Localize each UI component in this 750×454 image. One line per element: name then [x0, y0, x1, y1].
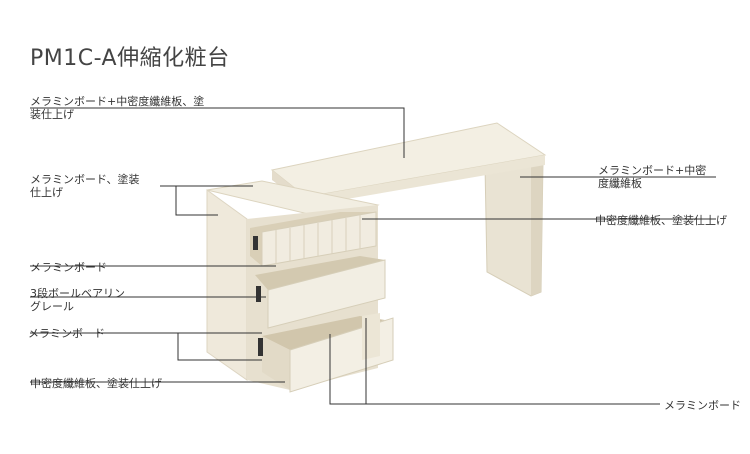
leader-melamine-2b [177, 333, 262, 361]
right-leg-front-edge [531, 160, 543, 296]
bottom-drawer-side [262, 336, 290, 390]
label-bottom-right: メラミンボード [664, 399, 741, 412]
label-rail-line1: 3段ボールベアリン [30, 287, 125, 300]
bottom-drawer-inside [262, 316, 385, 350]
bottom-drawer-rail [258, 338, 263, 356]
leader-cabinet-top-2 [175, 186, 218, 216]
page-title: PM1C-A伸縮化粧台 [30, 46, 230, 71]
label-drawer-front-right: 中密度纖維板、塗装仕上げ [595, 214, 727, 227]
label-cabinet-top-line2: 仕上げ [30, 186, 63, 199]
middle-drawer-rail [256, 286, 261, 302]
middle-drawer-box [255, 256, 385, 290]
label-cabinet-top: メラミンボード、塗装 仕上げ [30, 173, 140, 199]
leader-bottom-right [329, 334, 660, 405]
label-rail-line2: グレール [30, 300, 74, 313]
leader-top-board [30, 107, 405, 158]
label-cabinet-top-line1: メラミンボード、塗装 [30, 173, 140, 186]
label-top-board-line2: 装仕上げ [30, 108, 74, 121]
label-rail: 3段ボールベアリン グレール [30, 287, 125, 313]
cabinet-left-side [206, 189, 248, 381]
label-bottom-left: 中密度纖維板、塗装仕上げ [30, 377, 162, 390]
label-right-panel: メラミンボード+中密 度纖維板 [598, 164, 706, 190]
label-melamine-2: メラミンボード [28, 327, 105, 340]
top-drawer-rail [253, 236, 258, 250]
label-melamine-1: メラミンボード [30, 261, 107, 274]
middle-drawer-front [267, 259, 386, 329]
label-right-panel-line1: メラミンボード+中密 [598, 164, 707, 177]
tabletop-side-edge [306, 155, 545, 206]
label-top-board: メラミンボード+中密度纖維板、塗 装仕上げ [30, 95, 204, 121]
bottom-drawer-right-wall [362, 313, 380, 360]
label-top-board-line1: メラミンボード+中密度纖維板、塗 [30, 95, 205, 108]
top-drawer-grooves [275, 215, 361, 264]
leader-lines [30, 107, 716, 405]
label-right-panel-line2: 度纖維板 [598, 177, 642, 190]
